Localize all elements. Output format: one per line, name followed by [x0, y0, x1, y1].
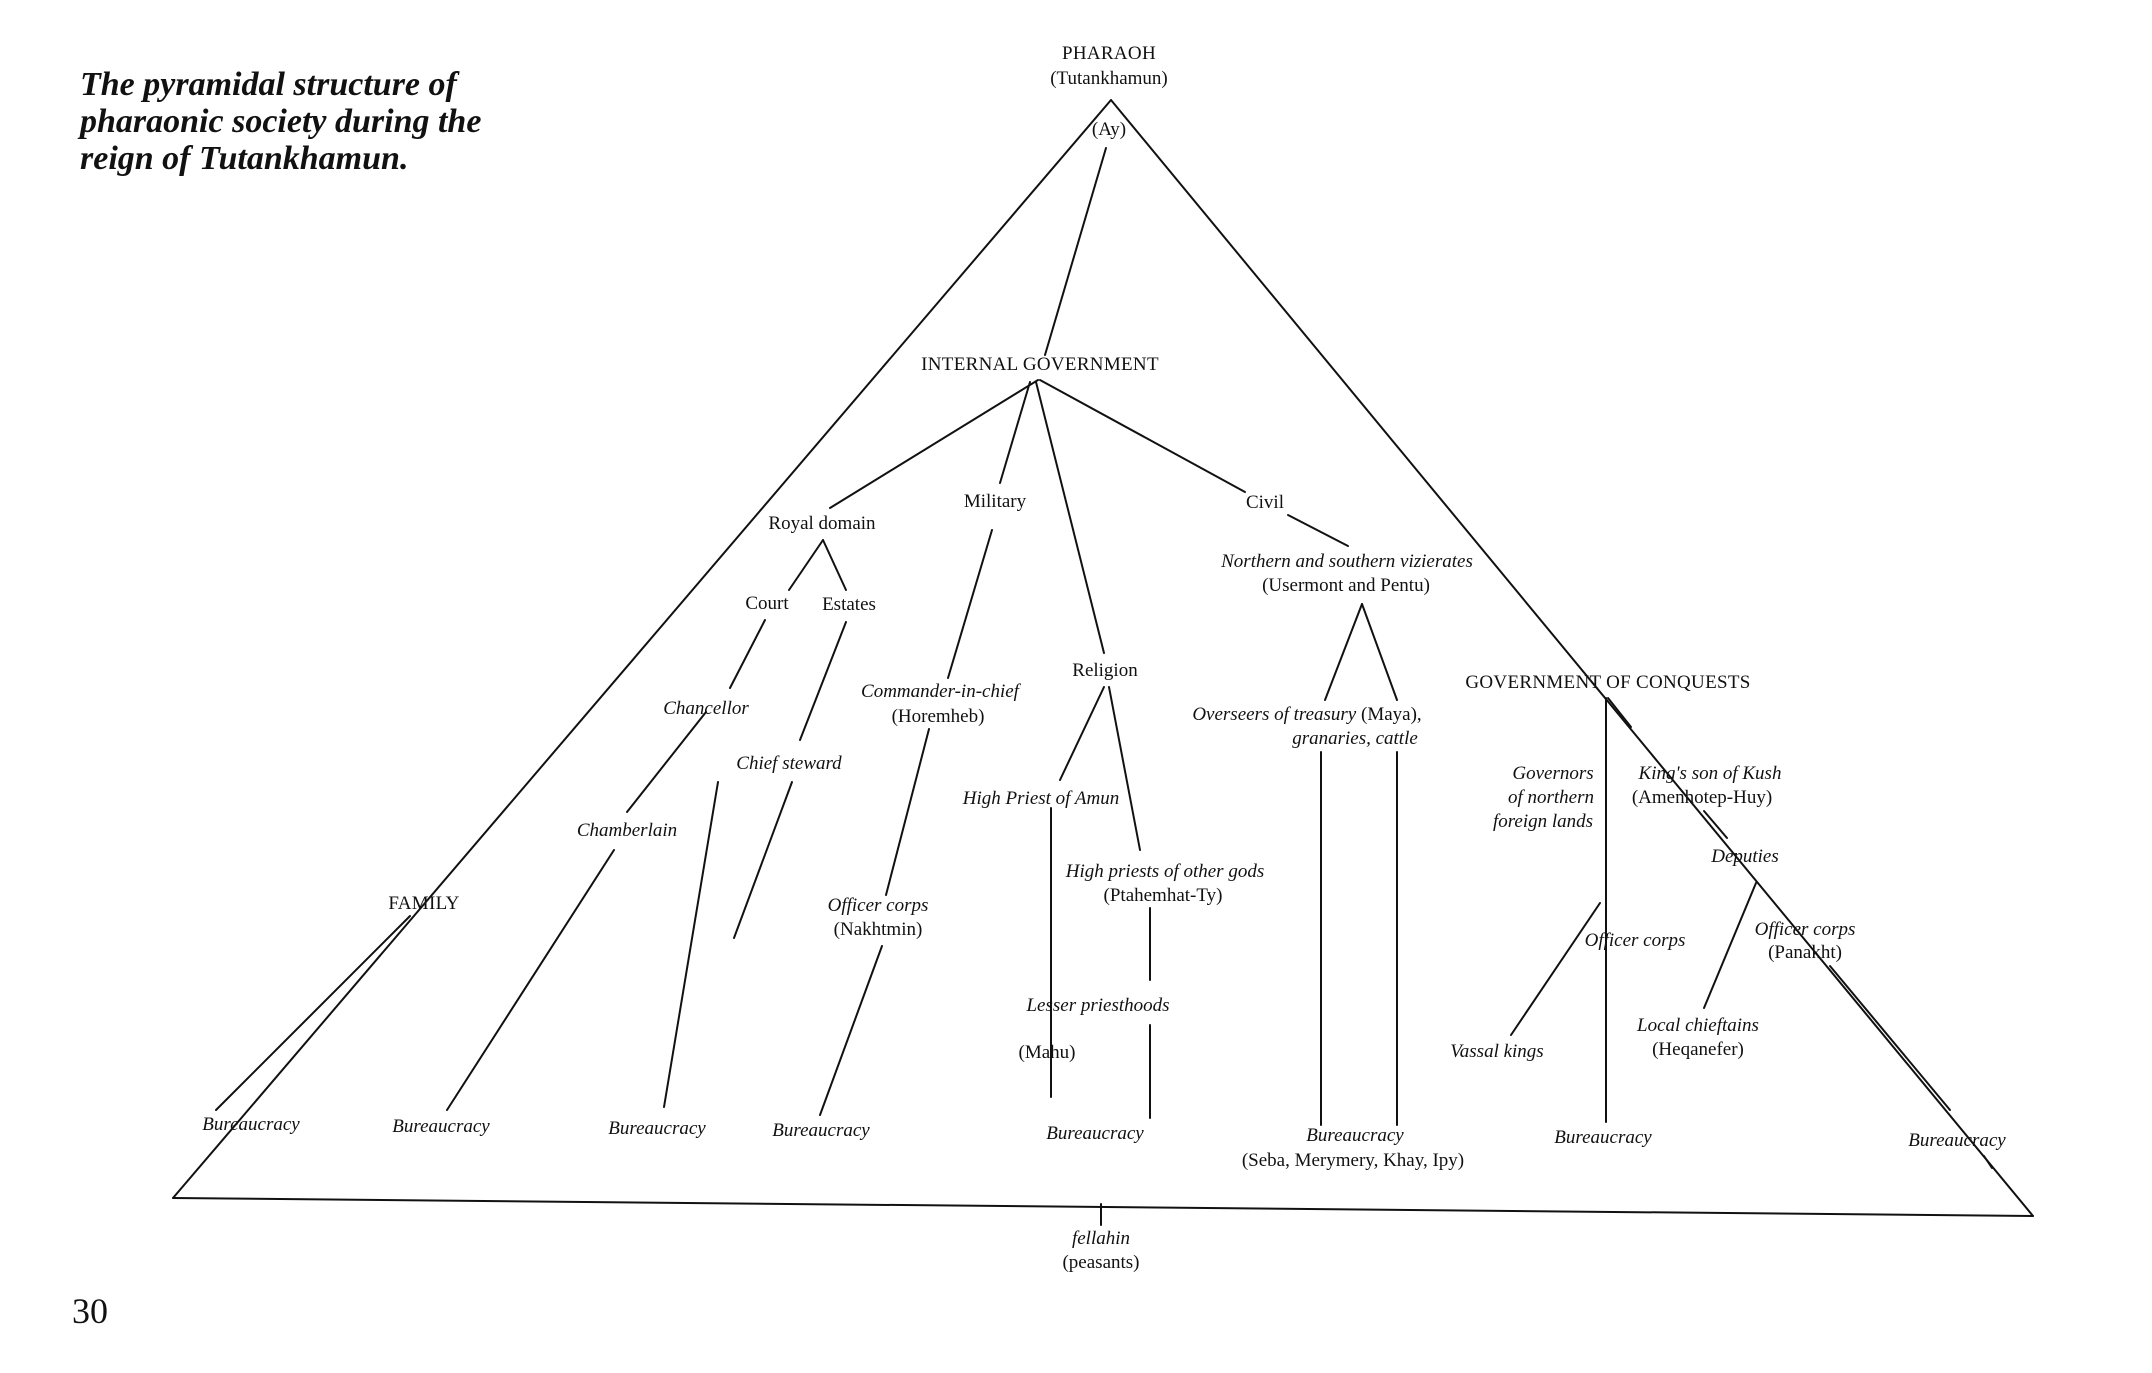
- node-chief-steward: Chief steward: [736, 753, 842, 774]
- node-high-priests-other-name: (Ptahemhat-Ty): [1104, 885, 1223, 906]
- node-high-priests-other-gods: High priests of other gods: [1065, 861, 1264, 882]
- node-local-chieftains-name: (Heqanefer): [1652, 1039, 1744, 1060]
- node-kings-son-of-kush: King's son of Kush: [1638, 763, 1782, 784]
- node-deputies: Deputies: [1710, 846, 1779, 867]
- node-high-priest-amun: High Priest of Amun: [962, 788, 1119, 809]
- node-bureaucracy-deputies: Bureaucracy: [1908, 1130, 2006, 1151]
- node-government-of-conquests: GOVERNMENT OF CONQUESTS: [1465, 672, 1750, 693]
- node-bureaucracy-governors: Bureaucracy: [1554, 1127, 1652, 1148]
- node-officer-corps-deputies: Officer corps: [1755, 919, 1856, 940]
- node-pharaoh-name: (Tutankhamun): [1050, 68, 1168, 89]
- node-royal-domain: Royal domain: [768, 513, 876, 534]
- node-religion: Religion: [1072, 660, 1138, 681]
- node-mahu: (Mahu): [1019, 1042, 1076, 1063]
- node-military: Military: [964, 491, 1027, 512]
- node-ay: (Ay): [1092, 119, 1126, 140]
- node-overseers-treasury: Overseers of treasury (Maya),: [1192, 704, 1421, 725]
- node-court: Court: [745, 593, 789, 614]
- node-governors-line-3: foreign lands: [1493, 811, 1593, 832]
- node-vizierates: Northern and southern vizierates: [1220, 551, 1473, 572]
- node-governors-line-1: Governors: [1512, 763, 1593, 784]
- node-bureaucracy-military: Bureaucracy: [772, 1120, 870, 1141]
- node-pharaoh: PHARAOH: [1062, 43, 1156, 64]
- node-bureaucracy-civil: Bureaucracy: [1306, 1125, 1404, 1146]
- node-kings-son-name: (Amenhotep-Huy): [1632, 787, 1772, 808]
- node-officer-corps-deputies-name: (Panakht): [1768, 942, 1842, 963]
- pyramid-outline: [172, 99, 2034, 1217]
- node-bureaucracy-steward: Bureaucracy: [608, 1118, 706, 1139]
- node-civil: Civil: [1246, 492, 1284, 513]
- hierarchy-connectors: [215, 147, 1993, 1226]
- node-officer-corps-military-name: (Nakhtmin): [834, 919, 923, 940]
- node-granaries-cattle: granaries, cattle: [1292, 728, 1418, 749]
- node-vizierates-names: (Usermont and Pentu): [1262, 575, 1430, 596]
- page-number: 30: [72, 1291, 108, 1331]
- node-bureaucracy-religion: Bureaucracy: [1046, 1123, 1144, 1144]
- node-local-chieftains: Local chieftains: [1636, 1015, 1759, 1036]
- node-bureaucracy-chamberlain: Bureaucracy: [392, 1116, 490, 1137]
- diagram-caption: The pyramidal structure of pharaonic soc…: [80, 66, 482, 177]
- node-fellahin: fellahin: [1072, 1228, 1130, 1249]
- overseers-name: (Maya),: [1361, 704, 1422, 725]
- node-bureaucracy-civil-names: (Seba, Merymery, Khay, Ipy): [1242, 1150, 1464, 1171]
- node-officer-corps-military: Officer corps: [828, 895, 929, 916]
- node-internal-government: INTERNAL GOVERNMENT: [921, 354, 1159, 375]
- node-bureaucracy-family: Bureaucracy: [202, 1114, 300, 1135]
- node-governors-line-2: of northern: [1508, 787, 1594, 808]
- overseers-title: Overseers of treasury: [1192, 704, 1356, 725]
- node-peasants: (peasants): [1062, 1252, 1139, 1273]
- node-chancellor: Chancellor: [663, 698, 749, 719]
- node-lesser-priesthoods: Lesser priesthoods: [1025, 995, 1169, 1016]
- node-vassal-kings: Vassal kings: [1450, 1041, 1543, 1062]
- node-estates: Estates: [822, 594, 876, 615]
- node-officer-corps-conquests: Officer corps: [1585, 930, 1686, 951]
- node-commander-in-chief: Commander-in-chief: [861, 681, 1022, 702]
- node-chamberlain: Chamberlain: [577, 820, 677, 841]
- node-commander-name: (Horemheb): [892, 706, 985, 727]
- node-family: FAMILY: [388, 893, 459, 914]
